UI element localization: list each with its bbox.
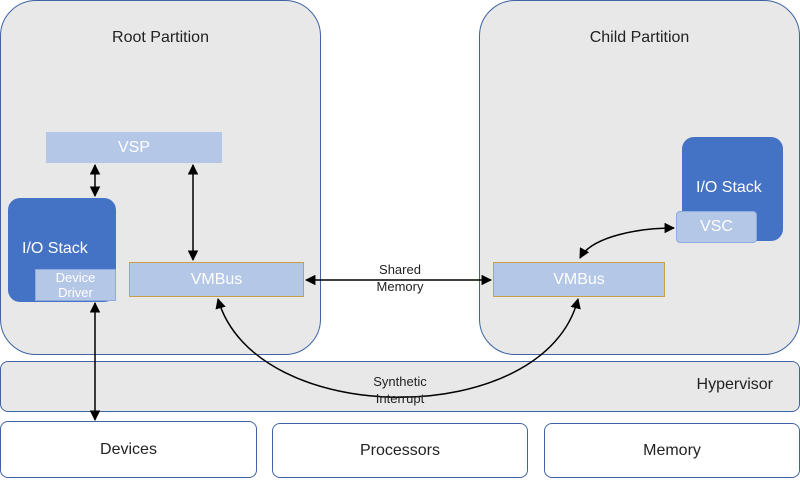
vsc-box: VSC <box>676 211 757 243</box>
memory-box: Memory <box>544 423 800 478</box>
root-vmbus-box: VMBus <box>129 262 304 297</box>
vmbus-vsc-arrow <box>579 222 676 259</box>
vsc-label: VSC <box>700 218 733 235</box>
root-partition-title: Root Partition <box>112 29 209 46</box>
processors-box: Processors <box>272 423 528 478</box>
synthetic-interrupt-arrow <box>215 297 581 398</box>
vsp-box: VSP <box>46 132 222 163</box>
child-vmbus-label: VMBus <box>553 270 605 288</box>
device-driver-line-2: Driver <box>58 285 93 300</box>
hypervisor-label: Hypervisor <box>696 376 773 393</box>
memory-label: Memory <box>643 441 701 459</box>
synthetic-interrupt-label: Synthetic Interrupt <box>350 373 450 407</box>
child-vmbus-box: VMBus <box>493 262 665 297</box>
synthetic-interrupt-line-1: Synthetic <box>373 374 427 389</box>
synthetic-interrupt-line-2: Interrupt <box>375 391 425 406</box>
vsp-label: VSP <box>117 138 150 156</box>
shared-memory-label: Shared Memory <box>355 261 445 295</box>
root-io-stack-label: I/O Stack <box>22 240 88 257</box>
device-driver-line-1: Device <box>55 270 96 285</box>
processors-label: Processors <box>359 441 441 459</box>
devices-label: Devices <box>100 440 157 458</box>
shared-memory-line-2: Memory <box>376 279 424 294</box>
child-io-stack-label: I/O Stack <box>696 179 762 196</box>
devices-box: Devices <box>0 421 257 478</box>
root-vmbus-label: VMBus <box>190 270 243 288</box>
shared-memory-line-1: Shared <box>379 262 421 277</box>
hypervisor-bar: Hypervisor <box>0 361 800 412</box>
child-partition-title: Child Partition <box>589 29 690 46</box>
device-driver-box: Device Driver <box>35 269 116 301</box>
